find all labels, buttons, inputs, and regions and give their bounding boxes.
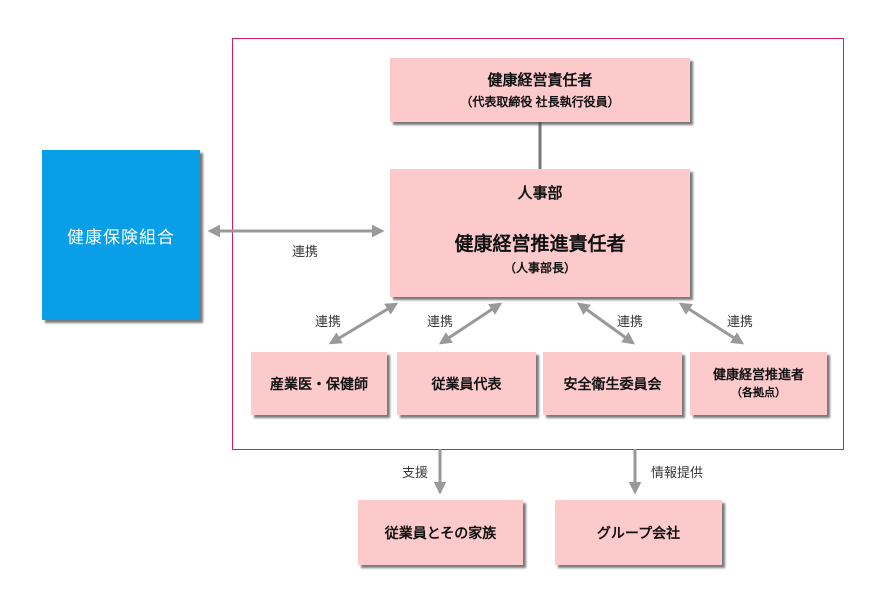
node-employee-representatives: 従業員代表 xyxy=(397,352,536,415)
node-safety-hygiene-committee: 安全衛生委員会 xyxy=(543,352,682,415)
node-hr-department-subtitle: （人事部長） xyxy=(503,261,576,275)
label-cooperation-employee-reps: 連携 xyxy=(426,314,453,329)
node-employees-and-families: 従業員とその家族 xyxy=(358,500,523,565)
node-chief-officer-subtitle: （代表取締役 社長執行役員） xyxy=(460,95,620,109)
node-site-promoters-label: 健康経営推進者 xyxy=(712,367,804,383)
node-site-promoters: 健康経営推進者 （各拠点） xyxy=(690,352,827,415)
node-employee-representatives-label: 従業員代表 xyxy=(431,375,502,392)
node-chief-officer: 健康経営責任者 （代表取締役 社長執行役員） xyxy=(390,58,690,122)
label-cooperation-safety-committee: 連携 xyxy=(616,314,643,329)
label-cooperation-occupational: 連携 xyxy=(314,314,341,329)
label-support: 支援 xyxy=(401,465,428,480)
node-hr-department-dept: 人事部 xyxy=(517,185,563,202)
node-occupational-physician: 産業医・保健師 xyxy=(251,352,387,415)
node-insurance-union: 健康保険組合 xyxy=(42,150,200,320)
node-employees-and-families-label: 従業員とその家族 xyxy=(384,524,497,541)
label-information-provision: 情報提供 xyxy=(650,465,703,480)
node-hr-department-title: 健康経営推進責任者 xyxy=(454,234,626,255)
node-site-promoters-subtitle: （各拠点） xyxy=(731,386,786,399)
node-occupational-physician-label: 産業医・保健師 xyxy=(270,375,368,392)
node-group-companies-label: グループ会社 xyxy=(596,524,681,541)
node-hr-department: 人事部 健康経営推進責任者 （人事部長） xyxy=(390,169,690,297)
node-group-companies: グループ会社 xyxy=(555,500,722,565)
node-insurance-union-label: 健康保険組合 xyxy=(67,227,175,247)
label-cooperation-site-promoters: 連携 xyxy=(726,314,753,329)
promotion-structure-group-border xyxy=(232,38,844,450)
node-chief-officer-title: 健康経営責任者 xyxy=(487,72,593,89)
node-safety-hygiene-committee-label: 安全衛生委員会 xyxy=(563,375,662,392)
label-cooperation-insurance: 連携 xyxy=(291,244,318,259)
